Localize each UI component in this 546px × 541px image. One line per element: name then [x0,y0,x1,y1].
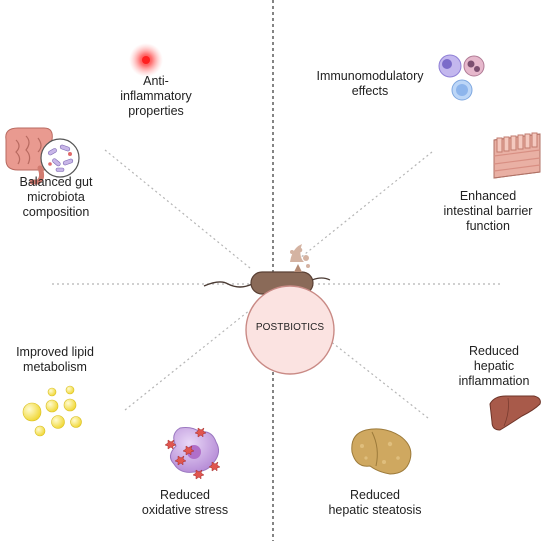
postbiotics-circle [245,285,335,375]
effect-label-balanced-gut: Balanced gut microbiota composition [19,175,93,219]
liver-icon [489,395,541,431]
effect-label-anti-inflammatory: Anti- inflammatory properties [120,74,192,118]
effect-label-intestinal-barrier: Enhanced intestinal barrier function [443,189,533,233]
line-upper-left [104,149,251,269]
intestine-icon [5,127,80,185]
fatty-liver-icon [351,428,412,475]
effect-label-immunomodulatory: Immunomodulatory effects [316,69,424,98]
inflammation-glow-icon [129,43,163,77]
lipid-droplets-icon [22,385,82,437]
connector-lines [52,0,500,541]
effect-label-hepatic-inflammation: Reduced hepatic inflammation [458,344,530,388]
bacterium-icon [203,244,331,295]
oxidative-cell-icon [164,427,221,480]
postbiotics-label: POSTBIOTICS [255,322,325,333]
effect-label-hepatic-steatosis: Reduced hepatic steatosis [328,488,422,517]
intestinal-barrier-icon [493,132,541,179]
line-lower-right [319,332,429,419]
effect-label-oxidative-stress: Reduced oxidative stress [141,488,229,517]
line-lower-left [124,309,251,411]
effect-label-lipid-metabolism: Improved lipid metabolism [16,345,94,374]
immune-cells-icon [438,54,485,101]
line-upper-right [299,151,433,259]
